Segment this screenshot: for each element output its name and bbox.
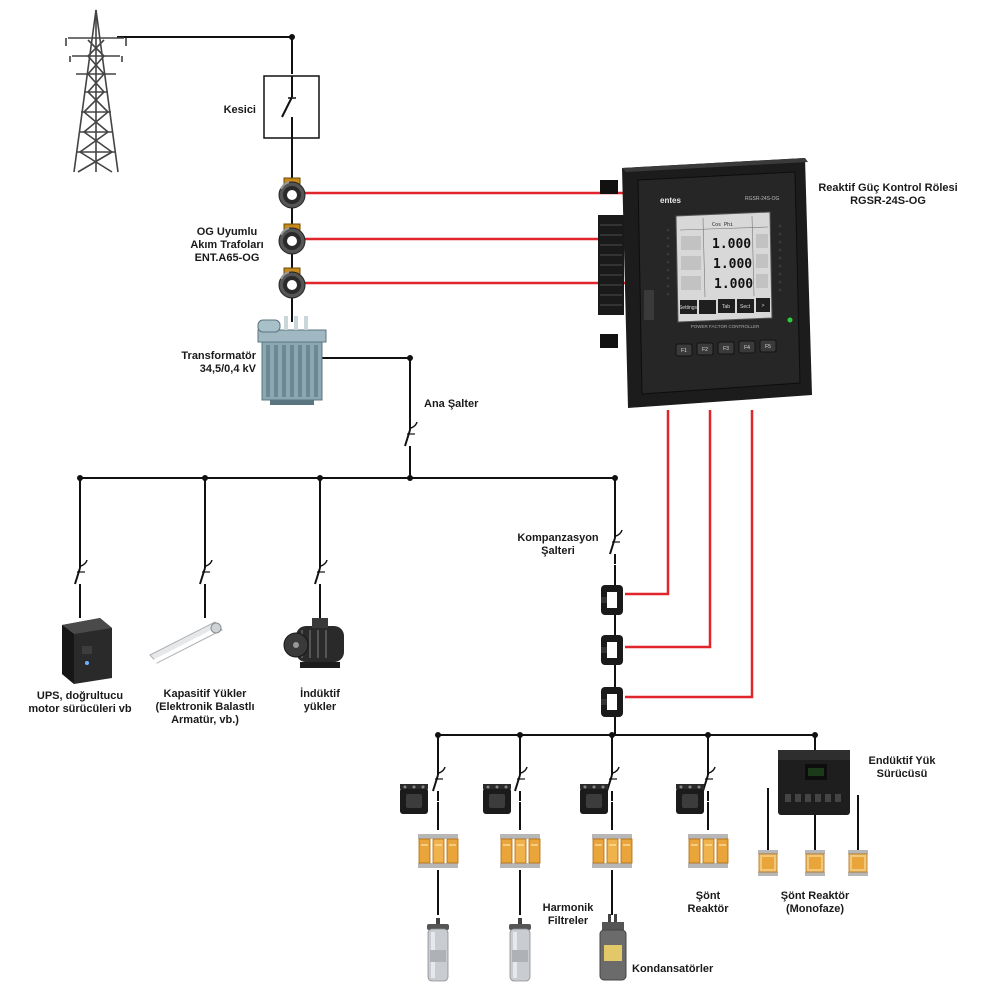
switch-symbol-icon: [314, 555, 328, 595]
reactor-coil-icon: [757, 849, 869, 877]
reactor-coil-icon: [417, 833, 729, 869]
ct-label: OG Uyumlu Akım Trafoları ENT.A65-OG: [190, 226, 264, 264]
main-switch-label: Ana Şalter: [424, 398, 479, 410]
relay-key-f2[interactable]: [696, 342, 714, 356]
switch-symbol-icon: [199, 555, 213, 595]
power-factor-relay-device: entes RGSR-24S-OG Cos Phi 1.000 1.000 1.…: [598, 158, 812, 408]
relay-brand: entes: [660, 196, 681, 205]
relay-key-f2-label: F2: [702, 347, 708, 353]
relay-key-f5-label: F5: [765, 344, 771, 350]
relay-model: RGSR-24S-OG: [745, 196, 780, 202]
screen-value-l1: 1.000: [712, 237, 751, 252]
relay-key-f4-label: F4: [744, 345, 750, 351]
switch-symbol-icon: [514, 762, 528, 802]
contactor-icon: [400, 784, 704, 814]
current-transformer-icon: [601, 585, 623, 717]
switch-symbol-icon: [702, 762, 716, 802]
switch-symbol-icon: [74, 555, 88, 595]
switch-symbol-icon: [404, 417, 418, 457]
transmission-tower-icon: [65, 9, 127, 173]
shunt-reactor-label: Şönt Reaktör: [687, 890, 729, 915]
relay-key-f1-label: F1: [681, 348, 687, 354]
breaker-switch-icon: [263, 75, 320, 139]
power-transformer-icon: [257, 316, 327, 405]
relay-key-f4[interactable]: [738, 340, 756, 354]
switch-symbol-icon: [432, 762, 446, 802]
fluorescent-lamp-icon: [149, 621, 223, 664]
relay-key-f1[interactable]: [675, 343, 693, 357]
screen-tab-sect: Sect: [740, 304, 751, 310]
capacitor-can-icon: [599, 914, 627, 981]
screen-tab-tab: Tab: [722, 304, 730, 310]
ups-label: UPS, doğrultucu motor sürücüleri vb: [28, 690, 132, 715]
comp-switch-label: Kompanzasyon Şalteri: [517, 532, 599, 557]
shunt-reactor-mono-label: Şönt Reaktör (Monofaze): [780, 890, 850, 915]
relay-caption: POWER FACTOR CONTROLLER: [691, 324, 760, 329]
harmonic-filter-label: Harmonik Filtreler: [542, 902, 594, 927]
relay-label: Reaktif Güç Kontrol Rölesi RGSR-24S-OG: [818, 182, 958, 207]
inductive-label: İndüktif yükler: [300, 688, 340, 713]
screen-value-l2: 1.000: [713, 257, 752, 272]
relay-key-f5[interactable]: [759, 339, 777, 353]
relay-key-f3[interactable]: [717, 341, 735, 355]
capacitive-label: Kapasitif Yükler (Elektronik Balastlı Ar…: [155, 688, 255, 726]
screen-value-l3: 1.000: [714, 277, 753, 292]
capacitor-can-icon: [426, 917, 532, 982]
inductive-load-driver-device: [778, 750, 850, 815]
inductive-driver-label: Endüktif Yük Sürücüsü: [868, 755, 936, 780]
relay-key-f3-label: F3: [723, 346, 729, 352]
ups-device-icon: [62, 618, 112, 684]
screen-tab-next: >: [762, 303, 765, 309]
breaker-label: Kesici: [223, 104, 256, 116]
screen-tab-cosphi: Cos Phi: [712, 222, 733, 228]
transformer-label: Transformatör 34,5/0,4 kV: [181, 350, 256, 375]
capacitors-label: Kondansatörler: [632, 963, 714, 975]
switch-symbol-icon: [606, 762, 620, 802]
screen-tab-settings: Settings: [679, 305, 698, 311]
electric-motor-icon: [283, 618, 344, 668]
switch-symbol-icon: [609, 525, 623, 565]
